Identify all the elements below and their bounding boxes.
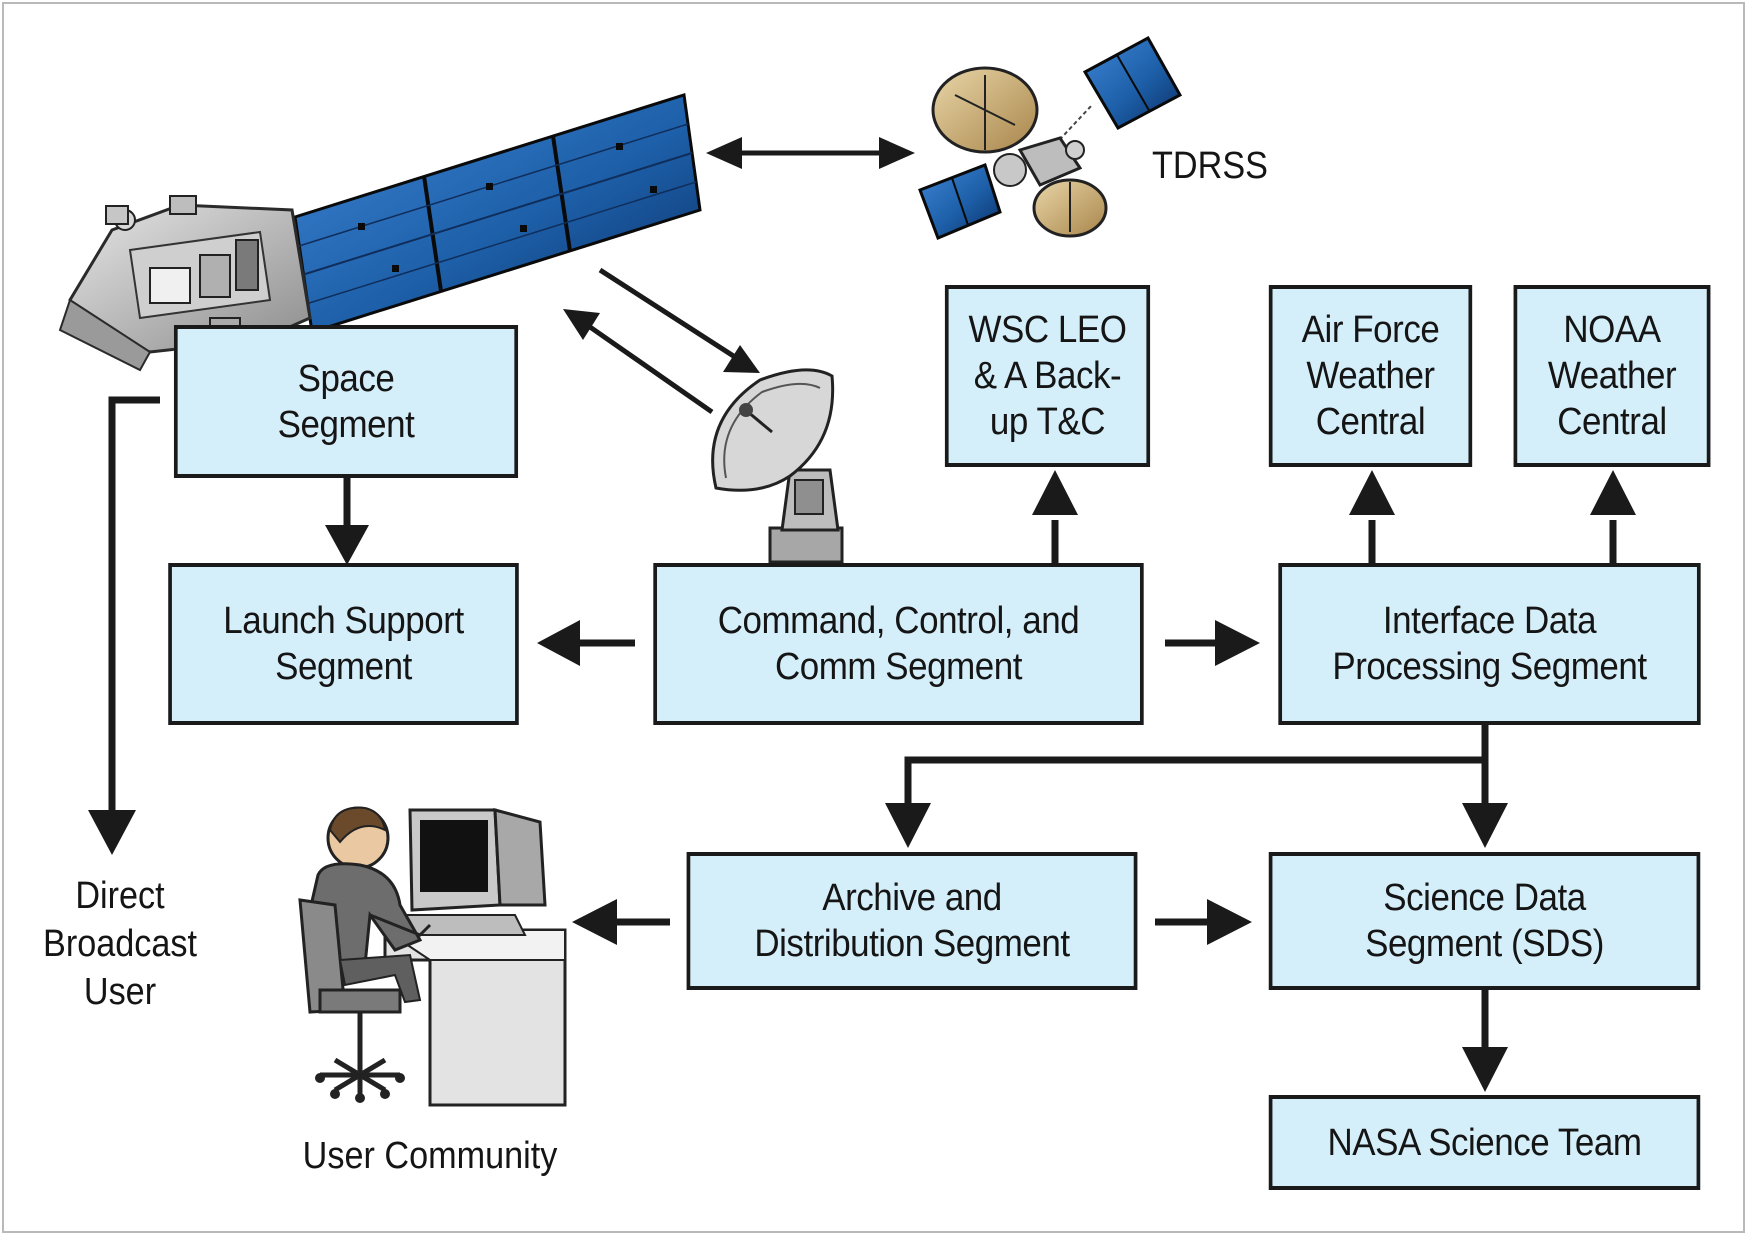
- arrow-archive-to-science: [1155, 899, 1252, 945]
- arrow-interface-to-noaa: [1590, 470, 1636, 565]
- arrow-command-to-wsc: [1032, 470, 1078, 565]
- ground-antenna-icon: [711, 368, 844, 564]
- tdrss-satellite-icon: [918, 35, 1183, 240]
- arrow-satellite-tdrss: [706, 137, 915, 169]
- interface-data-label: Interface Data Processing Segment: [1332, 600, 1647, 688]
- arrow-command-to-interface: [1165, 620, 1260, 666]
- command-control-label: Command, Control, and Comm Segment: [717, 600, 1080, 688]
- arrow-science-to-nasa: [1462, 990, 1508, 1092]
- launch-support-segment-box: Launch Support Segment: [168, 563, 519, 725]
- arrow-archive-to-user: [572, 899, 670, 945]
- noaa-label: NOAA Weather Central: [1547, 309, 1677, 443]
- arrow-space-to-direct-broadcast: [88, 396, 160, 855]
- arrow-interface-to-airforce: [1349, 470, 1395, 565]
- wsc-leo-label: WSC LEO & A Back- up T&C: [968, 309, 1127, 443]
- arrow-antenna-to-satellite: [563, 309, 714, 415]
- arrow-satellite-to-antenna: [598, 267, 760, 373]
- arrow-interface-to-archive-science: [885, 725, 1508, 848]
- wsc-leo-box: WSC LEO & A Back- up T&C: [944, 285, 1151, 467]
- user-at-computer-icon: [298, 806, 567, 1107]
- science-data-segment-box: Science Data Segment (SDS): [1268, 852, 1701, 990]
- command-control-comm-segment-box: Command, Control, and Comm Segment: [653, 563, 1144, 725]
- air-force-weather-central-box: Air Force Weather Central: [1268, 285, 1473, 467]
- arrow-space-to-launch: [325, 478, 369, 565]
- space-segment-box: Space Segment: [173, 325, 519, 478]
- nasa-science-team-box: NASA Science Team: [1268, 1095, 1701, 1190]
- science-data-label: Science Data Segment (SDS): [1365, 877, 1604, 965]
- launch-support-label: Launch Support Segment: [223, 600, 464, 688]
- noaa-weather-central-box: NOAA Weather Central: [1513, 285, 1711, 467]
- arrow-command-to-launch: [537, 620, 635, 666]
- interface-data-processing-segment-box: Interface Data Processing Segment: [1278, 563, 1701, 725]
- archive-label: Archive and Distribution Segment: [754, 877, 1070, 965]
- air-force-label: Air Force Weather Central: [1301, 309, 1440, 443]
- nasa-team-label: NASA Science Team: [1327, 1121, 1642, 1164]
- archive-distribution-segment-box: Archive and Distribution Segment: [686, 852, 1138, 990]
- space-segment-label: Space Segment: [277, 357, 415, 446]
- direct-broadcast-user-label: Direct Broadcast User: [43, 875, 197, 1013]
- tdrss-label: TDRSS: [1152, 145, 1268, 187]
- connectors: [88, 137, 1636, 1092]
- user-community-label: User Community: [302, 1135, 558, 1177]
